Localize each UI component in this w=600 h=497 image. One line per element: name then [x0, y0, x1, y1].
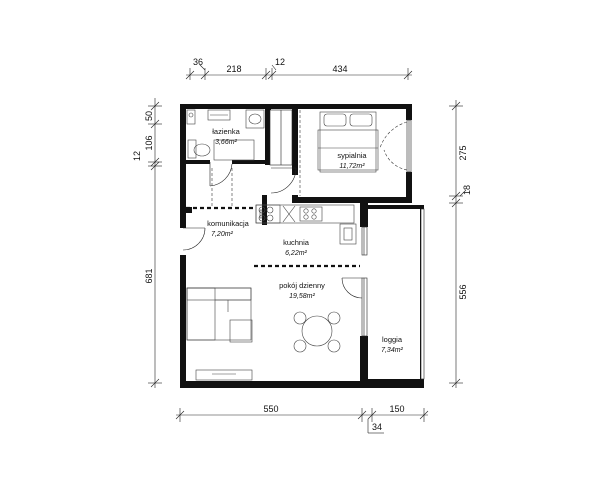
dining-table — [293, 311, 341, 353]
dim-right-275: 275 — [458, 145, 468, 160]
room-area-lazienka: 3,66m² — [215, 139, 237, 146]
dim-top-218: 218 — [226, 64, 241, 74]
dim-top-12: 12 — [275, 57, 285, 67]
room-name-pokoj-dzienny: pokój dzienny — [279, 281, 325, 290]
dim-top-36: 36 — [193, 57, 203, 67]
room-area-komunikacja: 7,20m² — [211, 231, 233, 238]
dim-bottom-150: 150 — [389, 404, 404, 414]
room-name-loggia: loggia — [382, 335, 403, 344]
dim-bottom-550: 550 — [263, 404, 278, 414]
doors — [182, 121, 408, 299]
dim-top-434: 434 — [332, 64, 347, 74]
windows — [269, 109, 425, 380]
room-labels: łazienka 3,66m² sypialnia 11,72m² komuni… — [207, 127, 403, 354]
walls — [180, 104, 424, 388]
room-name-sypialnia: sypialnia — [337, 151, 367, 160]
dim-left-12: 12 — [132, 151, 142, 161]
bed — [317, 111, 379, 173]
room-area-pokoj-dzienny: 19,58m² — [289, 293, 315, 300]
dim-left-681: 681 — [144, 268, 154, 283]
dim-bottom-34: 34 — [372, 422, 382, 432]
room-name-lazienka: łazienka — [212, 127, 240, 136]
dim-left-106: 106 — [144, 135, 154, 150]
room-area-kuchnia: 6,22m² — [285, 250, 307, 257]
room-name-kuchnia: kuchnia — [283, 238, 310, 247]
dimension-lines — [148, 64, 467, 434]
room-name-komunikacja: komunikacja — [207, 219, 250, 228]
kitchen-fixtures — [255, 204, 357, 245]
dim-left-50: 50 — [144, 111, 154, 121]
bathroom-fixtures — [186, 109, 265, 161]
dim-right-556: 556 — [458, 284, 468, 299]
dim-right-18: 18 — [462, 185, 472, 195]
sofa — [186, 287, 253, 343]
tv-cabinet — [195, 369, 253, 381]
dashed-lines — [186, 110, 360, 268]
room-area-sypialnia: 11,72m² — [339, 163, 365, 170]
room-area-loggia: 7,34m² — [381, 347, 403, 354]
